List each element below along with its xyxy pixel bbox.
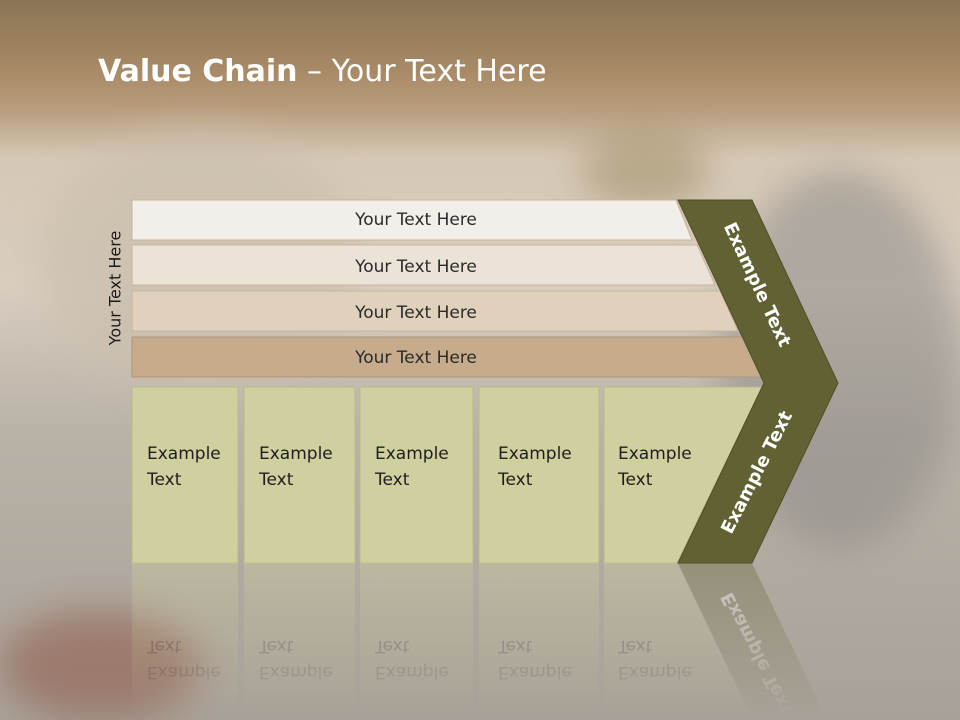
title-separator: –	[297, 54, 332, 89]
row-2: Your Text Here	[131, 244, 716, 286]
box-3-line1: Example	[375, 444, 449, 464]
box-4-shape	[478, 386, 600, 564]
box-3-shape	[359, 386, 474, 564]
reflect-box-2-line2: Text	[258, 636, 294, 656]
reflect-box-2-line1: Example	[259, 662, 333, 682]
row-2-label: Your Text Here	[354, 257, 477, 277]
row-1: Your Text Here	[131, 199, 693, 241]
box-1-line2: Text	[146, 470, 182, 490]
reflect-box-5-line1: Example	[618, 662, 692, 682]
row-4: Your Text Here	[131, 336, 764, 378]
reflect-box-3-line2: Text	[374, 636, 410, 656]
box-1-line1: Example	[147, 444, 221, 464]
box-3-line2: Text	[374, 470, 410, 490]
box-3: Example Text	[359, 386, 474, 564]
box-5-line2: Text	[617, 470, 653, 490]
row-1-label: Your Text Here	[354, 210, 477, 230]
title-rest: Your Text Here	[331, 54, 547, 89]
title-bold: Value Chain	[98, 54, 298, 89]
box-4-line2: Text	[497, 470, 533, 490]
row-3-label: Your Text Here	[354, 303, 477, 323]
row-1-shape	[131, 199, 693, 241]
reflect-box-1-line2: Text	[146, 636, 182, 656]
box-2-line2: Text	[258, 470, 294, 490]
row-3: Your Text Here	[131, 290, 739, 332]
box-5-line1: Example	[618, 444, 692, 464]
reflect-box-3-line1: Example	[375, 662, 449, 682]
row-4-label: Your Text Here	[354, 348, 477, 368]
box-1-shape	[131, 386, 239, 564]
row-2-shape	[131, 244, 716, 286]
reflect-box-5-line2: Text	[617, 636, 653, 656]
box-4-line1: Example	[498, 444, 572, 464]
box-4: Example Text	[478, 386, 600, 564]
reflection: Example Text Example Text Example Text E…	[132, 563, 828, 720]
slide-title: Value Chain – Your Text Here	[98, 54, 547, 89]
box-1: Example Text	[131, 386, 239, 564]
reflect-box-1-line1: Example	[147, 662, 221, 682]
reflect-box-4-line1: Example	[498, 662, 572, 682]
background-photo-plant	[580, 130, 710, 210]
box-2: Example Text	[243, 386, 356, 564]
reflect-box-4-line2: Text	[497, 636, 533, 656]
box-2-line1: Example	[259, 444, 333, 464]
box-2-shape	[243, 386, 356, 564]
row-3-shape	[131, 290, 739, 332]
